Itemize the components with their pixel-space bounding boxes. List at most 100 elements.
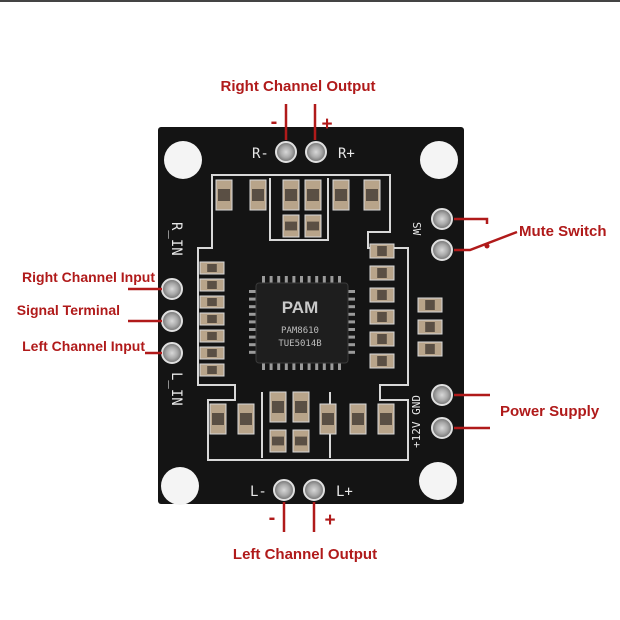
label-power-supply: Power Supply	[500, 403, 600, 420]
silk-sw: SW	[410, 222, 423, 236]
smd-part	[369, 265, 395, 281]
silk-r-in: R_IN	[168, 222, 184, 256]
smd-part	[209, 403, 227, 435]
chip-pin	[249, 320, 257, 324]
mounting-hole-top-right	[420, 141, 458, 179]
mounting-hole-bottom-right	[419, 462, 457, 500]
smd-part	[417, 319, 443, 335]
smd-part	[417, 297, 443, 313]
leader-mute-2	[454, 230, 518, 252]
smd-part	[199, 312, 225, 326]
chip-pin	[269, 276, 273, 284]
chip-pin	[347, 328, 355, 331]
label-right-minus: -	[271, 111, 278, 133]
smd-part	[282, 214, 300, 238]
chip-pin	[249, 343, 257, 347]
smd-part	[304, 179, 322, 211]
silk-l-minus: L-	[250, 484, 267, 500]
mounting-hole-top-left	[164, 141, 202, 179]
silk-r-minus: R-	[252, 146, 269, 162]
smd-part	[215, 179, 233, 211]
leader-lines	[128, 104, 518, 532]
pad-left-channel-input	[161, 342, 183, 364]
chip-pin	[300, 276, 303, 284]
label-left-channel-input: Left Channel Input	[22, 338, 145, 354]
pad-power-gnd	[431, 417, 453, 439]
mounting-hole-bottom-left	[161, 467, 199, 505]
label-right-plus: +	[321, 114, 332, 135]
chip-pin	[338, 276, 341, 284]
pad-l-minus	[273, 479, 295, 501]
smd-part	[292, 391, 310, 423]
chip-pin	[322, 362, 326, 370]
chip-pins	[249, 276, 355, 370]
chip-pin	[249, 350, 257, 354]
pad-l-plus	[303, 479, 325, 501]
smd-components	[199, 179, 443, 453]
chip-pin	[307, 276, 311, 284]
pad-right-channel-input	[161, 278, 183, 300]
chip-pin	[347, 320, 355, 324]
chip-pin	[262, 276, 265, 284]
leader-mute-1	[454, 217, 489, 224]
smd-part	[377, 403, 395, 435]
smd-part	[332, 179, 350, 211]
chip-pin	[338, 362, 341, 370]
silk-l-in: L_IN	[168, 372, 184, 406]
chip-pin	[277, 362, 281, 370]
chip-pin	[307, 362, 311, 370]
chip-pin	[249, 290, 257, 293]
amplifier-chip: PAM PAM8610 TUE5014B	[249, 276, 355, 370]
smd-part	[199, 346, 225, 360]
smd-part	[199, 278, 225, 292]
chip-pin	[347, 312, 355, 316]
chip-pin	[330, 362, 334, 370]
chip-part-number: PAM8610	[281, 326, 319, 336]
chip-date-code: TUE5014B	[278, 339, 321, 349]
silk-power: +12V GND	[410, 395, 423, 448]
chip-pin	[322, 276, 326, 284]
chip-pin	[347, 350, 355, 354]
pad-signal-terminal	[161, 310, 183, 332]
smd-part	[237, 403, 255, 435]
smd-part	[249, 179, 267, 211]
chip-logo: PAM	[282, 298, 319, 317]
pad-mute-switch-1	[431, 208, 453, 230]
smd-part	[369, 287, 395, 303]
chip-pin	[277, 276, 281, 284]
chip-pin	[249, 335, 257, 339]
chip-pin	[315, 362, 319, 370]
smd-part	[199, 261, 225, 275]
chip-pin	[262, 362, 265, 370]
smd-part	[369, 243, 395, 259]
smd-part	[319, 403, 337, 435]
label-mute-switch: Mute Switch	[519, 223, 607, 240]
smd-part	[199, 363, 225, 377]
chip-pin	[347, 305, 355, 309]
label-left-minus: -	[269, 507, 276, 529]
chip-pin	[269, 362, 273, 370]
smd-part	[363, 179, 381, 211]
pad-power-12v	[431, 384, 453, 406]
smd-part	[199, 295, 225, 309]
smd-part	[304, 214, 322, 238]
chip-pin	[292, 276, 296, 284]
smd-part	[269, 429, 287, 453]
chip-pin	[284, 362, 288, 370]
chip-pin	[249, 305, 257, 309]
chip-pin	[347, 290, 355, 293]
label-right-channel-output: Right Channel Output	[221, 78, 376, 95]
silk-r-plus: R+	[338, 146, 355, 162]
chip-pin	[292, 362, 296, 370]
smd-part	[269, 391, 287, 423]
pcb-board: PAM PAM8610 TUE5014B R- R+ L- L+ R_IN L_…	[158, 127, 464, 505]
smd-part	[282, 179, 300, 211]
chip-pin	[249, 328, 257, 331]
chip-pin	[284, 276, 288, 284]
pad-r-plus	[305, 141, 327, 163]
chip-pin	[300, 362, 303, 370]
smd-part	[369, 353, 395, 369]
pad-r-minus	[275, 141, 297, 163]
silk-l-plus: L+	[336, 484, 353, 500]
